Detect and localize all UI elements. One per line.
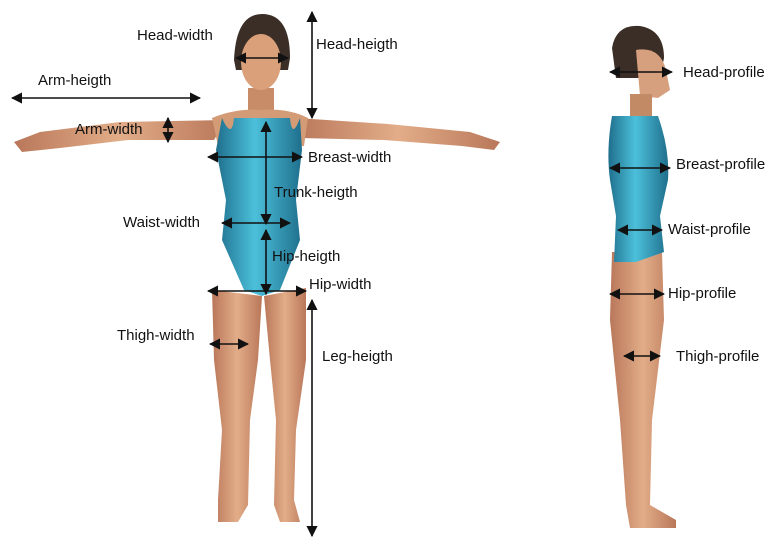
hip-profile-label: Hip-profile: [668, 285, 736, 303]
front-left-leg: [212, 290, 262, 522]
head-profile-label: Head-profile: [683, 64, 765, 82]
waist-width-label: Waist-width: [123, 214, 200, 232]
thigh-profile-label: Thigh-profile: [676, 348, 759, 366]
front-right-arm: [296, 118, 500, 150]
thigh-width-label: Thigh-width: [117, 327, 195, 345]
leg-height-label: Leg-heigth: [322, 348, 393, 366]
waist-profile-label: Waist-profile: [668, 221, 751, 239]
trunk-height-label: Trunk-heigth: [274, 184, 358, 202]
arm-width-label: Arm-width: [75, 121, 143, 139]
profile-neck: [630, 94, 652, 116]
breast-profile-label: Breast-profile: [676, 156, 765, 174]
front-right-leg: [264, 288, 306, 522]
hip-width-label: Hip-width: [309, 276, 372, 294]
front-swimsuit: [216, 118, 302, 296]
front-face: [241, 34, 281, 90]
profile-face: [636, 49, 670, 98]
profile-figure: [608, 26, 676, 528]
hip-height-label: Hip-heigth: [272, 248, 340, 266]
profile-swimsuit: [608, 116, 668, 262]
breast-width-label: Breast-width: [308, 149, 391, 167]
head-height-label: Head-heigth: [316, 36, 398, 54]
arm-height-label: Arm-heigth: [38, 72, 111, 90]
front-figure: [14, 14, 500, 522]
head-width-label: Head-width: [137, 27, 213, 45]
